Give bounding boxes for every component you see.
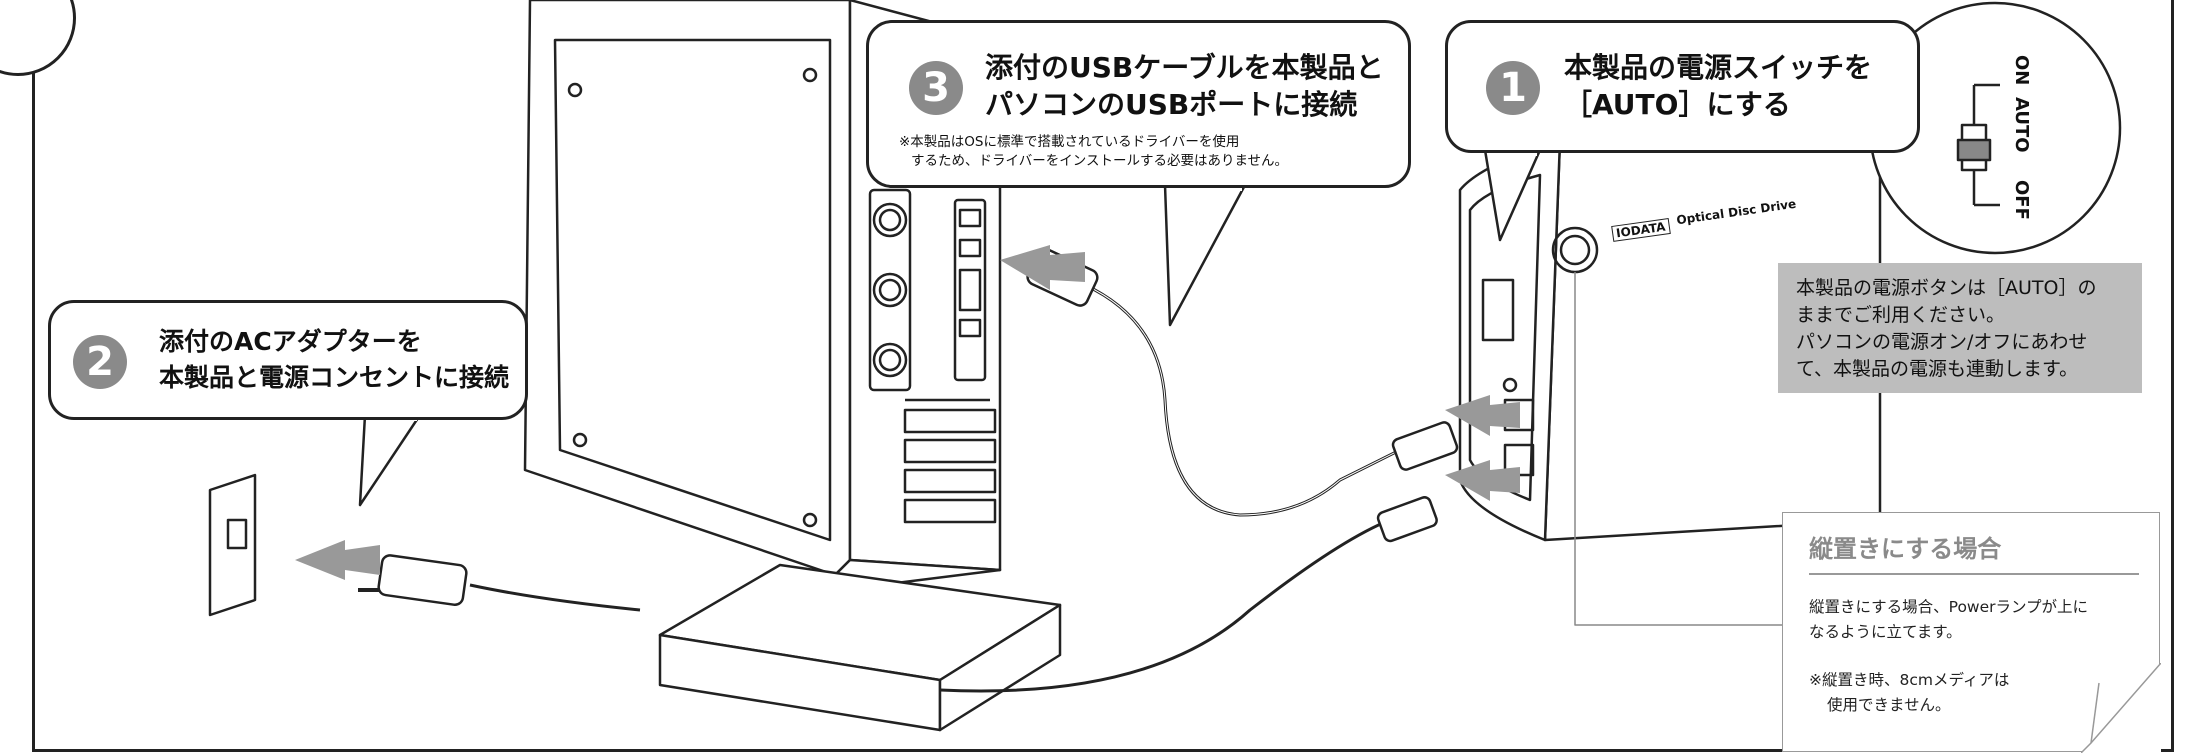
step3-title-line2: パソコンのUSBポートに接続: [985, 88, 1358, 121]
switch-label-off: OFF: [2011, 180, 2032, 220]
power-button-note: 本製品の電源ボタンは［AUTO］の ままでご利用ください。 パソコンの電源オン/…: [1778, 263, 2142, 393]
power-note-line3: パソコンの電源オン/オフにあわせ: [1796, 331, 2088, 353]
step2-title-line2: 本製品と電源コンセントに接続: [159, 363, 510, 392]
vertical-note-title: 縦置きにする場合: [1809, 535, 2002, 563]
ac-adapter: [658, 563, 1062, 732]
step2-title-line1: 添付のACアダプターを: [159, 327, 422, 356]
step2-number-badge: 2: [73, 335, 127, 389]
vertical-note-body-line2: なるように立てます。: [1809, 623, 1962, 641]
step3-title-line1: 添付のUSBケーブルを本製品と: [985, 51, 1384, 84]
step2-callout: 2 添付のACアダプターを 本製品と電源コンセントに接続: [48, 300, 528, 420]
vertical-note-warning-line1: ※縦置き時、8cmメディアは: [1809, 671, 2010, 689]
step3-number-badge: 3: [909, 61, 963, 115]
page-curl-icon: [2081, 663, 2161, 753]
vertical-note-body-line1: 縦置きにする場合、Powerランプが上に: [1809, 598, 2089, 616]
step1-callout: 1 本製品の電源スイッチを ［AUTO］にする: [1445, 20, 1920, 153]
step1-title-line1: 本製品の電源スイッチを: [1564, 51, 1873, 84]
vertical-note-divider: [1809, 573, 2139, 575]
step3-note-line2: するため、ドライバーをインストールする必要はありません。: [911, 153, 1289, 169]
optical-drive: [1458, 68, 1882, 542]
power-note-line4: て、本製品の電源も連動します。: [1796, 358, 2079, 380]
step1-title-line2: ［AUTO］にする: [1564, 88, 1791, 121]
switch-label-on: ON: [2011, 55, 2032, 86]
vertical-placement-note: 縦置きにする場合 縦置きにする場合、Powerランプが上に なるように立てます。…: [1782, 512, 2161, 753]
power-note-line2: ままでご利用ください。: [1796, 304, 2006, 326]
vertical-note-warning-line2: 使用できません。: [1827, 696, 1951, 714]
wall-outlet: [208, 473, 257, 617]
step1-number-badge: 1: [1486, 61, 1540, 115]
step3-note-line1: ※本製品はOSに標準で搭載されているドライバーを使用: [899, 134, 1240, 150]
switch-label-group: ON AUTO OFF: [2008, 55, 2038, 245]
step3-callout: 3 添付のUSBケーブルを本製品と パソコンのUSBポートに接続 ※本製品はOS…: [866, 20, 1411, 188]
switch-label-auto: AUTO: [2011, 97, 2032, 153]
power-note-line1: 本製品の電源ボタンは［AUTO］の: [1796, 277, 2097, 299]
